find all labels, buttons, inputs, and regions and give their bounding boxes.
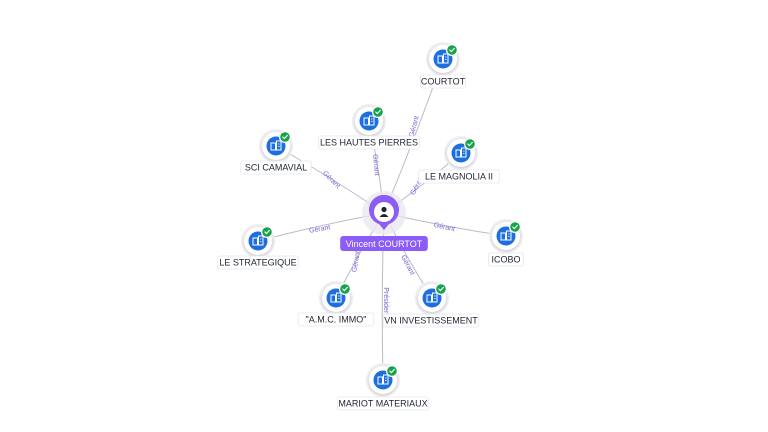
- company-node-mariot-materiaux[interactable]: MARIOT MATERIAUX: [337, 363, 429, 411]
- building-icon: [330, 292, 342, 303]
- company-node-amc-immo[interactable]: "A.M.C. IMMO": [297, 281, 375, 327]
- node-label-box: [337, 396, 429, 411]
- company-node-courtot[interactable]: COURTOT: [419, 42, 467, 89]
- person-name: Vincent COURTOT: [346, 239, 423, 249]
- check-icon: [262, 227, 272, 237]
- edge-label: Gérant: [351, 251, 362, 273]
- edge-label: Gérant: [371, 154, 380, 176]
- check-icon: [387, 366, 397, 376]
- edge-label: Gérant: [433, 222, 455, 233]
- edge-label: Gérant: [399, 254, 415, 276]
- company-node-vn-investissement[interactable]: VN INVESTISSEMENT: [382, 281, 480, 328]
- company-node-le-strategique[interactable]: LE STRATEGIQUE: [217, 224, 299, 270]
- check-icon: [340, 284, 350, 294]
- company-label: LE STRATEGIQUE: [219, 258, 296, 268]
- edge-label: Gérant: [321, 170, 341, 190]
- company-label: ICOBO: [491, 255, 520, 265]
- company-label: SCI CAMAVIAL: [245, 163, 307, 173]
- company-node-icobo[interactable]: ICOBO: [487, 219, 524, 267]
- check-icon: [373, 107, 383, 117]
- company-label: COURTOT: [421, 77, 466, 87]
- person-label-box: [340, 236, 428, 251]
- company-label: LES HAUTES PIERRES: [320, 138, 418, 148]
- node-label-box: [487, 252, 524, 267]
- check-icon: [436, 284, 446, 294]
- company-label: "A.M.C. IMMO": [306, 315, 367, 325]
- company-node-sci-camavial[interactable]: SCI CAMAVIAL: [240, 129, 312, 175]
- building-icon: [270, 140, 282, 151]
- edge-label: Président: [382, 287, 389, 317]
- building-icon: [500, 230, 512, 241]
- company-label: MARIOT MATERIAUX: [338, 399, 427, 409]
- company-node-les-hautes-pierres[interactable]: LES HAUTES PIERRES: [318, 104, 420, 150]
- check-icon: [447, 45, 457, 55]
- check-icon: [465, 139, 475, 149]
- company-node-le-magnolia-ii[interactable]: LE MAGNOLIA II: [418, 136, 500, 184]
- building-icon: [426, 292, 438, 303]
- node-label-box: [297, 312, 375, 327]
- building-icon: [377, 374, 389, 385]
- building-icon: [363, 115, 375, 126]
- building-icon: [455, 147, 467, 158]
- company-label: LE MAGNOLIA II: [425, 172, 493, 182]
- edge-label: Gérant: [309, 224, 331, 235]
- company-label: VN INVESTISSEMENT: [384, 316, 478, 326]
- check-icon: [280, 132, 290, 142]
- building-icon: [437, 53, 449, 64]
- check-icon: [510, 222, 520, 232]
- building-icon: [252, 235, 264, 246]
- node-label-box: [418, 169, 500, 184]
- node-label-box: [318, 135, 420, 150]
- node-label-box: [217, 255, 299, 270]
- person-node[interactable]: Vincent COURTOT: [340, 191, 428, 251]
- node-label-box: [240, 160, 312, 175]
- node-label-box: [419, 74, 467, 89]
- person-icon: [379, 206, 389, 217]
- node-label-box: [382, 313, 480, 328]
